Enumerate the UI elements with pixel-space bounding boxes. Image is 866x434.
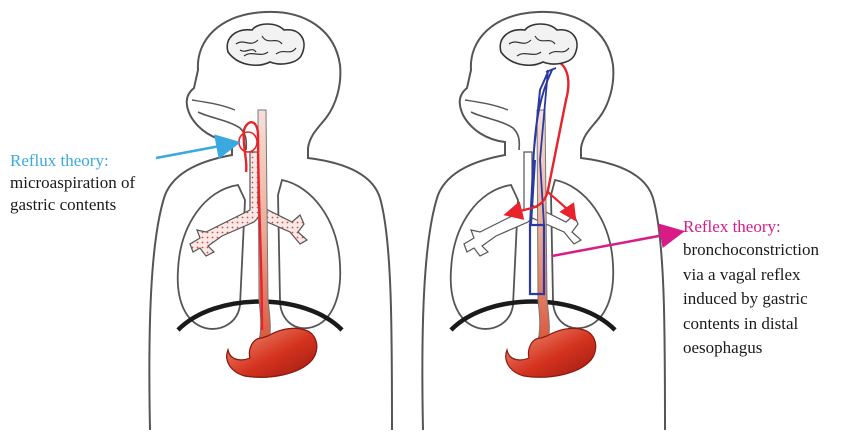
brain-icon: [227, 24, 304, 65]
reflex-line: induced by gastric: [683, 287, 819, 312]
right-figure: [422, 12, 680, 430]
left-figure: [149, 12, 392, 430]
reflex-theory-title: Reflex theory:: [683, 216, 819, 238]
reflux-theory-title: Reflux theory:: [10, 150, 135, 172]
reflex-line: oesophagus: [683, 336, 819, 361]
reflux-line: gastric contents: [10, 194, 135, 216]
right-brain-icon: [500, 24, 577, 65]
reflex-line: contents in distal: [683, 312, 819, 337]
reflux-theory-label: Reflux theory: microaspiration of gastri…: [10, 150, 135, 216]
reflex-theory-label: Reflex theory: bronchoconstriction via a…: [683, 216, 819, 361]
right-stomach: [506, 328, 596, 377]
reflex-line: bronchoconstriction: [683, 238, 819, 263]
reflex-line: via a vagal reflex: [683, 263, 819, 288]
reflux-line: microaspiration of: [10, 172, 135, 194]
